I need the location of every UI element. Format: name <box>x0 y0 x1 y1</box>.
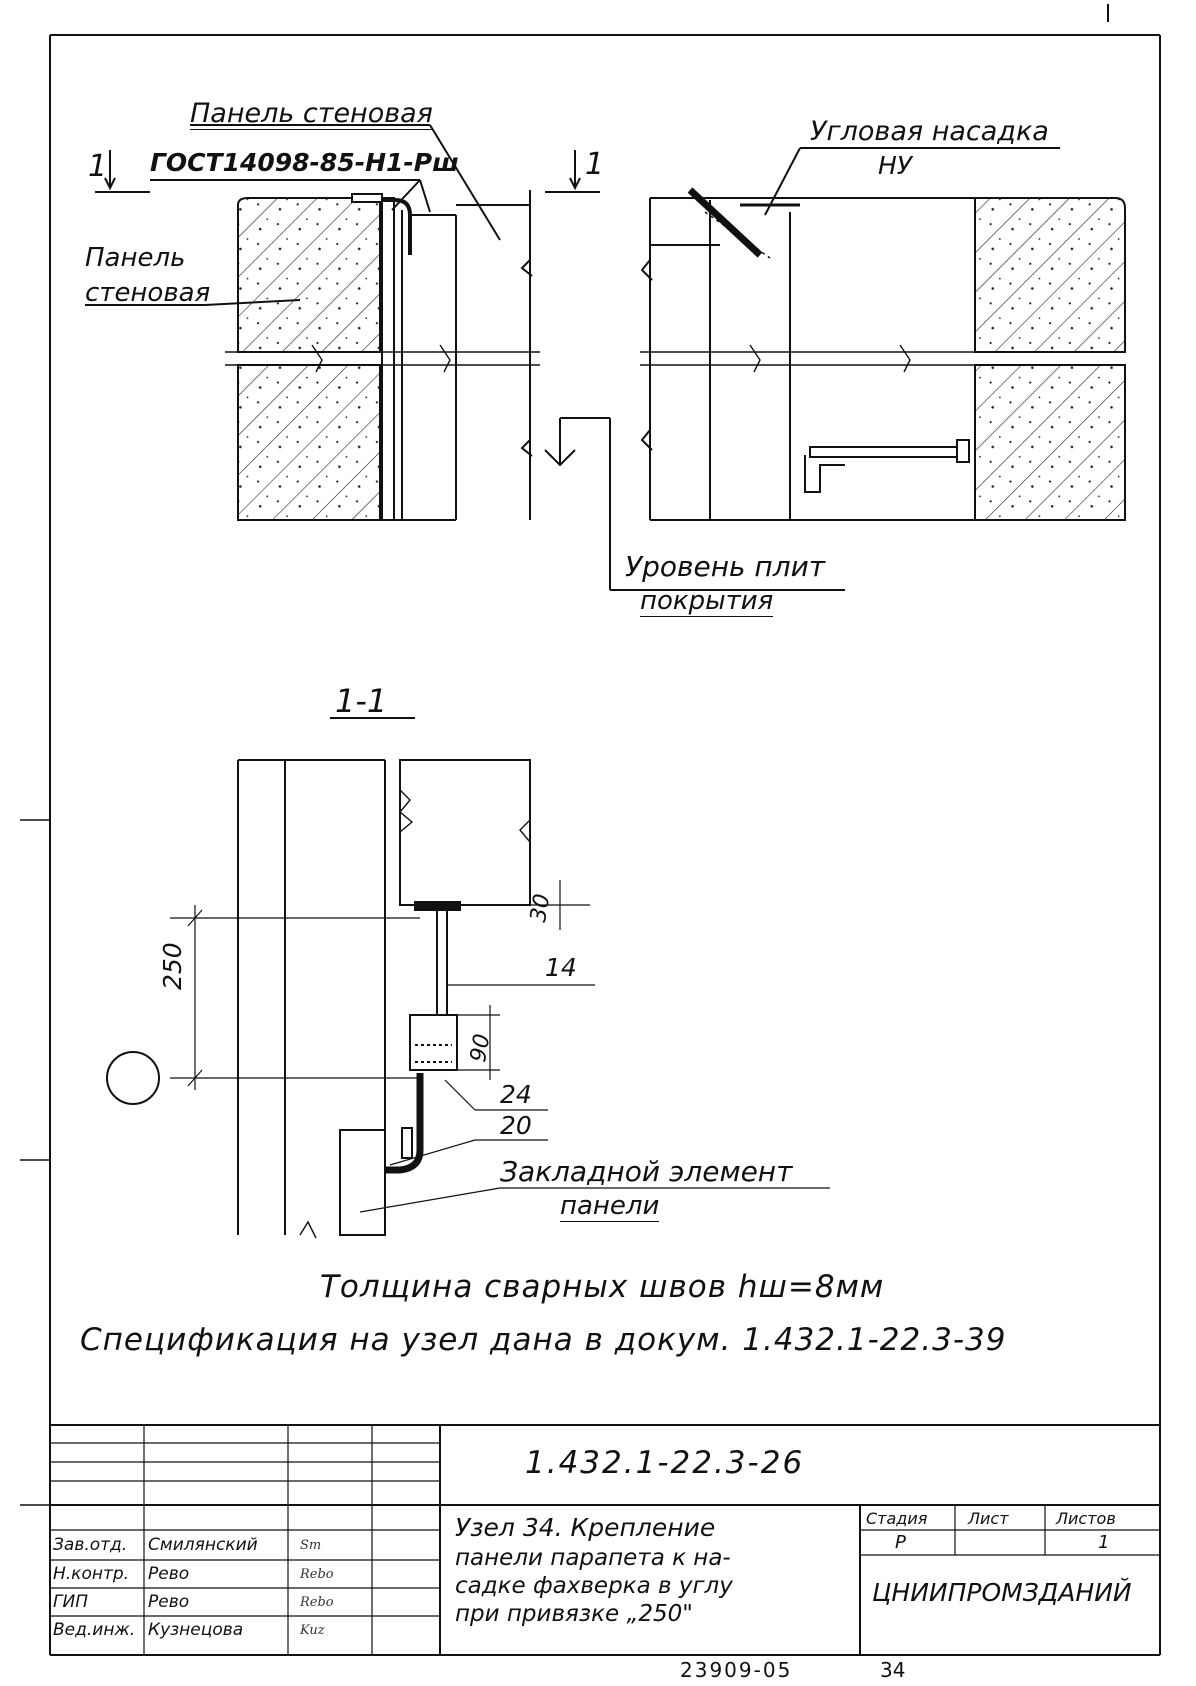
position-20: 20 <box>500 1111 532 1140</box>
wall-panel-right-lower <box>974 364 1126 521</box>
signer-name: Смилянский <box>148 1535 258 1555</box>
corner-cap-ny <box>687 187 763 258</box>
signature-mark: Sm <box>300 1538 322 1553</box>
specification-note: Спецификация на узел дана в докум. 1.432… <box>80 1322 1007 1358</box>
section-angle-bracket <box>345 1073 424 1174</box>
node-title-line2: панели парапета к на- <box>455 1545 731 1571</box>
parapet-panel-layer <box>381 197 395 521</box>
corner-cap-label-line1: Угловая насадка <box>810 116 1049 147</box>
elevation-right-view <box>640 147 1126 521</box>
grid-axis-bubble <box>106 1051 160 1105</box>
signer-role: Зав.отд. <box>53 1535 128 1555</box>
slab-level-label-line1: Уровень плит <box>625 550 826 583</box>
stage-value: Р <box>895 1532 906 1553</box>
signer-name: Кузнецова <box>148 1620 244 1640</box>
corner-cap-label-line2: НУ <box>878 151 913 180</box>
section-title: 1-1 <box>335 682 388 720</box>
weld-thickness-note: Толщина сварных швов hш=8мм <box>320 1269 885 1305</box>
organization-name: ЦНИИПРОМЗДАНИЙ <box>872 1578 1132 1607</box>
node-title-line4: при привязке „250" <box>455 1601 693 1627</box>
signature-mark: Rebo <box>300 1595 334 1610</box>
panel-label-line1: Панель <box>85 243 186 273</box>
wall-panel-upper <box>237 197 381 353</box>
signer-name: Рево <box>148 1592 190 1612</box>
title-block-grid <box>50 1424 1160 1655</box>
position-24: 24 <box>500 1080 532 1109</box>
sheets-value: 1 <box>1098 1532 1110 1553</box>
corner-flashing <box>352 198 412 255</box>
stage-header: Стадия <box>866 1509 928 1528</box>
archive-number: 23909-05 <box>680 1658 793 1682</box>
signer-role: ГИП <box>53 1592 88 1612</box>
dimension-250: 250 <box>158 942 187 990</box>
sheet-frame <box>20 4 1161 1656</box>
panel-gost-title: Панель стеновая <box>190 98 433 130</box>
section-mark-left: 1 <box>88 149 108 184</box>
signer-name: Рево <box>148 1564 190 1584</box>
signer-role: Н.контр. <box>53 1564 130 1584</box>
position-14: 14 <box>545 953 577 982</box>
node-title-line1: Узел 34. Крепление <box>455 1513 716 1542</box>
signer-role: Вед.инж. <box>53 1620 136 1640</box>
panel-label-line2: стеновая <box>85 278 211 308</box>
bracket-lower <box>809 446 966 458</box>
sheets-header: Листов <box>1056 1509 1116 1528</box>
page-number: 34 <box>880 1658 906 1682</box>
dimension-30: 30 <box>526 892 556 924</box>
wall-panel-right-upper <box>974 197 1126 353</box>
dimension-90: 90 <box>466 1032 496 1064</box>
slab-level-label-line2: покрытия <box>640 586 774 617</box>
section-bracket-cap <box>409 1014 458 1071</box>
signature-mark: Rebo <box>300 1567 334 1582</box>
elevation-left-view <box>85 124 845 591</box>
sheet-header: Лист <box>968 1509 1009 1528</box>
embed-element-label-line1: Закладной элемент <box>500 1155 793 1188</box>
section-upper-panel <box>399 759 531 906</box>
section-mark-right: 1 <box>585 147 605 182</box>
document-code: 1.432.1-22.3-26 <box>525 1445 805 1481</box>
signature-mark: Kuz <box>300 1623 325 1638</box>
node-title-line3: садке фахверка в углу <box>455 1573 733 1599</box>
wall-panel-lower <box>237 364 381 521</box>
panel-gost-code: ГОСТ14098-85-Н1-Рш <box>150 148 459 177</box>
embed-element-label-line2: панели <box>560 1191 660 1222</box>
section-1-1 <box>106 717 830 1239</box>
